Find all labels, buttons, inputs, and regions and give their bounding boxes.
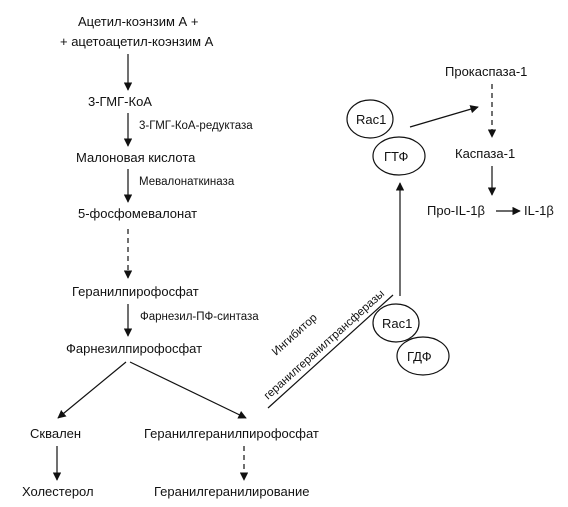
- rac1-active-ellipse: [346, 99, 394, 139]
- arrow-farnesyl-to-geranylgeranyl: [129, 361, 247, 419]
- node-hmg-coa: 3-ГМГ-КоА: [88, 94, 152, 109]
- node-geranyl-pp: Геранилпирофосфат: [72, 284, 199, 299]
- node-acetyl-coa-line2: + ацетоацетил-коэнзим А: [60, 34, 214, 49]
- gtp-ellipse: [372, 136, 426, 176]
- arrow-geranylgeranyl-to-rac-activation: [267, 294, 394, 409]
- arrow-farnesyl-to-squalene: [57, 361, 127, 419]
- rac1-inactive-ellipse: [372, 303, 420, 343]
- label-gtp: ГТФ: [384, 149, 409, 164]
- node-procaspase-1: Прокаспаза-1: [445, 64, 527, 79]
- label-rac1-active: Rac1: [356, 112, 386, 127]
- node-farnesyl-pp: Фарнезилпирофосфат: [66, 341, 202, 356]
- label-rac1-inactive: Rac1: [382, 316, 412, 331]
- gdp-ellipse: [396, 336, 450, 376]
- node-phosphomevalonate: 5-фосфомевалонат: [78, 206, 197, 221]
- node-pro-il-1b: Про-IL-1β: [427, 203, 485, 218]
- label-gdp: ГДФ: [407, 349, 432, 364]
- enzyme-farnesyl-synthase: Фарнезил-ПФ-синтаза: [140, 311, 259, 323]
- enzyme-hmg-reductase: 3-ГМГ-КоА-редуктаза: [139, 120, 253, 132]
- node-geranylgeranyl-pp: Геранилгеранилпирофосфат: [144, 426, 319, 441]
- node-caspase-1: Каспаза-1: [455, 146, 515, 161]
- node-malonic-acid: Малоновая кислота: [76, 150, 196, 165]
- node-il-1b: IL-1β: [524, 203, 554, 218]
- node-squalene: Сквален: [30, 426, 81, 441]
- arrow-rac-gtp-to-procaspase: [409, 105, 479, 128]
- enzyme-mevalonate-kinase: Мевалонаткиназа: [139, 176, 235, 188]
- node-cholesterol: Холестерол: [22, 484, 94, 499]
- node-acetyl-coa-line1: Ацетил-коэнзим А +: [78, 14, 198, 29]
- node-geranylgeranylation: Геранилгеранилирование: [154, 484, 309, 499]
